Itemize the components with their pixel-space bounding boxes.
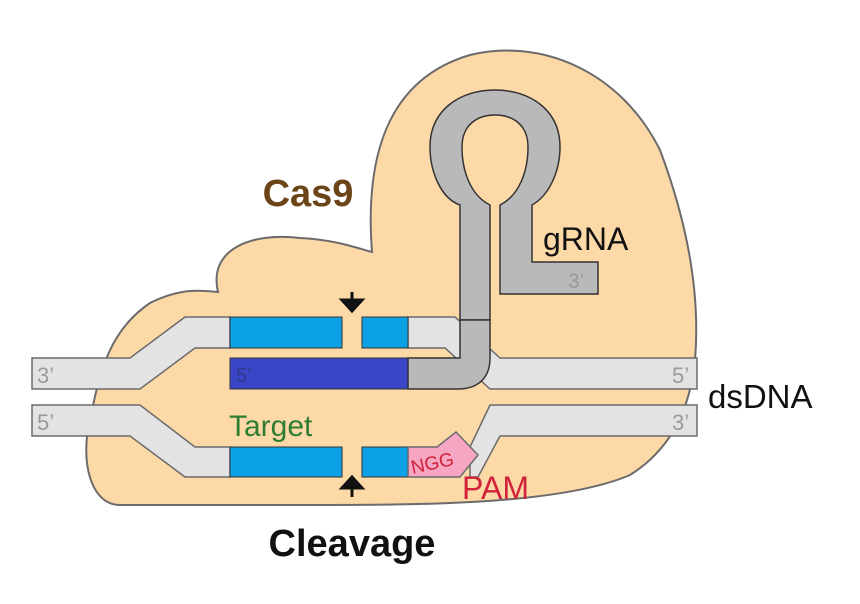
cleavage-arrow-bottom: [338, 474, 366, 497]
top-strand-5prime-label: 5’: [672, 363, 689, 388]
guide-5prime-label: 5’: [236, 365, 252, 387]
pam-box: [407, 430, 480, 478]
dsdna-label: dsDNA: [708, 378, 813, 415]
grna-label: gRNA: [543, 221, 629, 257]
guide-connector: [407, 319, 491, 390]
bottom-target-right: [361, 446, 409, 478]
guide-spacer: [229, 357, 409, 390]
top-strand-3prime-label: 3’: [37, 363, 54, 388]
top-target-right: [361, 316, 409, 349]
grna-outer-shape: [429, 89, 599, 321]
bottom-strand-3prime-label: 3’: [672, 410, 689, 435]
target-label: Target: [229, 410, 313, 443]
cleavage-arrow-top: [338, 292, 366, 314]
bottom-strand-5prime-label: 5’: [37, 410, 54, 435]
top-target-left: [229, 316, 343, 349]
cleavage-label: Cleavage: [269, 523, 436, 565]
grna-3prime-label: 3’: [568, 270, 584, 293]
cas9-label: Cas9: [263, 173, 354, 215]
bottom-strand-right: [469, 404, 698, 478]
pam-label: PAM: [462, 470, 529, 506]
bottom-target-left: [229, 446, 343, 478]
